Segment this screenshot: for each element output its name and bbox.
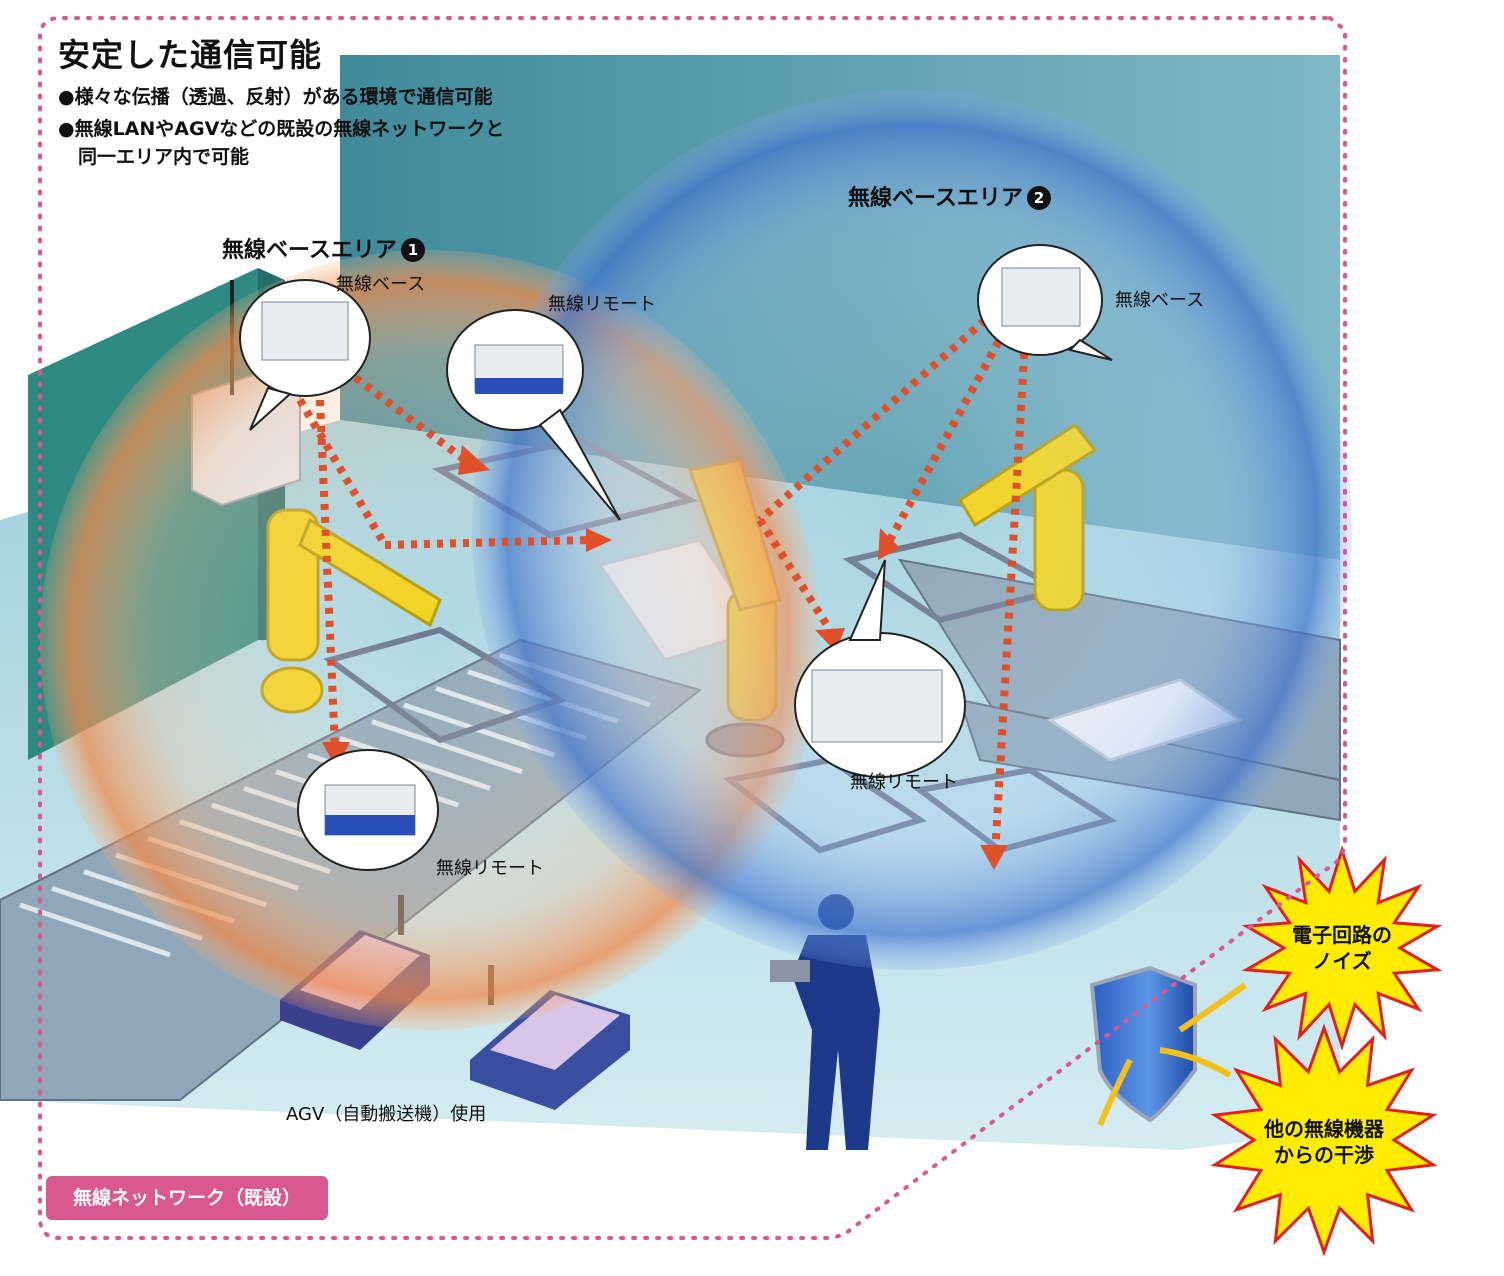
interference-line-1: 他の無線機器 — [1264, 1117, 1384, 1141]
noise-line-2: ノイズ — [1312, 949, 1372, 973]
noise-label: 電子回路の ノイズ — [1272, 922, 1412, 974]
bubble-base-right — [977, 244, 1113, 361]
area-1-number: 1 — [400, 238, 425, 262]
area-2-number: 2 — [1026, 186, 1051, 210]
interference-line-2: からの干渉 — [1274, 1143, 1374, 1167]
network-boundary — [38, 16, 1347, 1240]
bubble-base-left — [239, 279, 371, 431]
signal-arrows — [296, 317, 1029, 856]
burst-noise — [1241, 844, 1443, 1052]
base-right-label: 無線ベース — [1115, 290, 1205, 311]
bullet-3: 同一エリア内で可能 — [78, 146, 250, 168]
page-title: 安定した通信可能 — [58, 36, 323, 74]
network-badge: 無線ネットワーク（既設） — [46, 1176, 328, 1220]
bullet-2: ●無線LANやAGVなどの既設の無線ネットワークと — [58, 118, 505, 140]
noise-line-1: 電子回路の — [1292, 923, 1392, 947]
agv-label: AGV（自動搬送機）使用 — [286, 1104, 487, 1125]
base-left-label: 無線ベース — [336, 274, 426, 295]
bullet-1: ●様々な伝播（透過、反射）がある環境で通信可能 — [58, 86, 493, 108]
remote-bottom-label: 無線リモート — [436, 858, 544, 879]
bubble-remote-bottom — [297, 749, 439, 871]
remote-mid-label: 無線リモート — [850, 772, 958, 793]
bubble-remote-mid — [794, 559, 966, 778]
area-2-circle — [472, 90, 1352, 970]
bubble-remote-top — [446, 309, 621, 521]
remote-top-label: 無線リモート — [548, 294, 656, 315]
burst-interference — [1210, 1023, 1438, 1257]
deflect-arrows — [1097, 982, 1247, 1127]
interference-label: 他の無線機器 からの干渉 — [1244, 1116, 1404, 1168]
